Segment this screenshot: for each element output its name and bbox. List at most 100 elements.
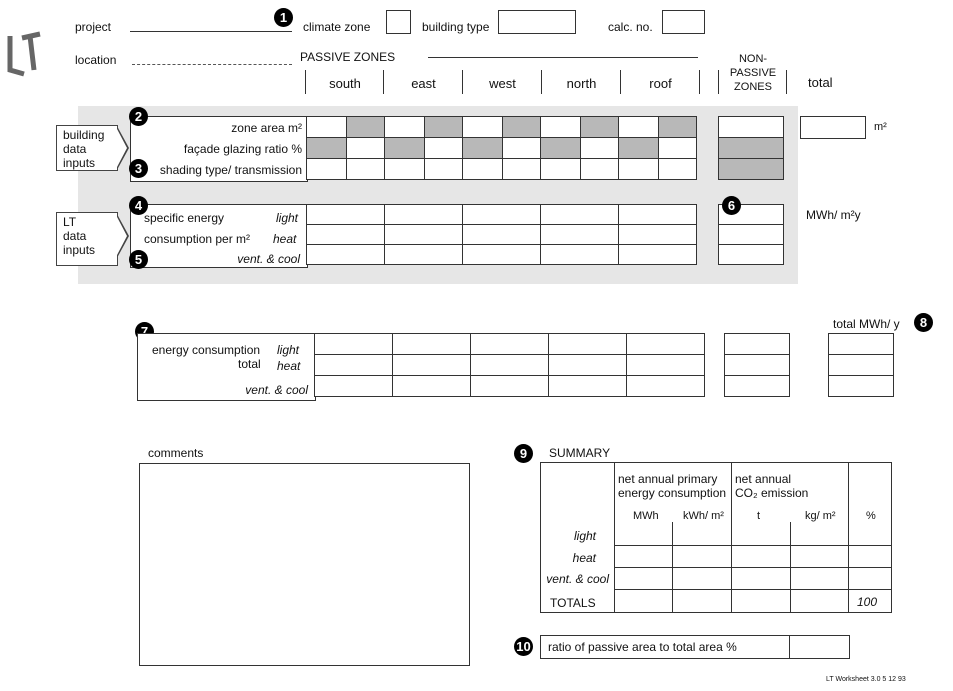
comments-label: comments: [148, 446, 204, 460]
grid-cell[interactable]: [828, 375, 894, 397]
grid-cell[interactable]: [540, 116, 581, 138]
non-passive-line1: NON-: [738, 53, 768, 65]
grid-cell[interactable]: [828, 354, 894, 376]
comments-box[interactable]: [139, 463, 470, 666]
summary-divider: [731, 462, 732, 612]
grid-cell[interactable]: [724, 354, 790, 376]
zone-roof: roof: [649, 76, 672, 91]
grid-cell[interactable]: [424, 137, 463, 159]
unit-t: t: [757, 510, 761, 522]
grid-cell[interactable]: [718, 116, 784, 138]
grid-cell[interactable]: [470, 333, 549, 355]
ratio-field[interactable]: [789, 635, 850, 659]
grid-cell[interactable]: [462, 224, 541, 245]
grid-cell[interactable]: [540, 244, 619, 265]
grid-cell[interactable]: [392, 333, 471, 355]
grid-cell[interactable]: [580, 158, 619, 180]
grid-cell[interactable]: [384, 224, 463, 245]
grid-cell[interactable]: [502, 137, 541, 159]
climate-zone-field[interactable]: [386, 10, 411, 34]
grid-cell[interactable]: [618, 204, 697, 225]
zone-south: south: [329, 76, 361, 91]
unit-kg-m2: kg/ m²: [805, 510, 836, 522]
summary-rule: [614, 545, 891, 546]
grid-cell[interactable]: [618, 116, 659, 138]
grid-cell[interactable]: [580, 137, 619, 159]
total-heading: total: [808, 75, 833, 90]
badge-10: 10: [514, 637, 533, 656]
grid-cell[interactable]: [626, 333, 705, 355]
grid-cell[interactable]: [462, 116, 503, 138]
climate-zone-label: climate zone: [303, 20, 371, 34]
grid-cell[interactable]: [306, 224, 385, 245]
grid-cell[interactable]: [718, 224, 784, 245]
grid-cell[interactable]: [626, 354, 705, 376]
grid-cell[interactable]: [540, 158, 581, 180]
grid-cell[interactable]: [548, 354, 627, 376]
building-type-field[interactable]: [498, 10, 576, 34]
grid-cell[interactable]: [384, 244, 463, 265]
specific-energy-label: specific energy: [144, 211, 225, 225]
badge-4: 4: [129, 196, 148, 215]
col-head-line: CO₂ emission: [735, 486, 809, 500]
zone-area-label: zone area m²: [231, 121, 302, 135]
total-energy-grid: [828, 333, 894, 397]
grid-cell[interactable]: [314, 333, 393, 355]
zone-divider: [718, 70, 719, 94]
grid-cell[interactable]: [618, 244, 697, 265]
badge-8: 8: [914, 313, 933, 332]
grid-cell[interactable]: [626, 375, 705, 397]
lt-data-grid: [306, 204, 697, 265]
zone-divider: [383, 70, 384, 94]
calc-no-field[interactable]: [662, 10, 705, 34]
grid-cell[interactable]: [618, 224, 697, 245]
grid-cell[interactable]: [658, 158, 697, 180]
grid-cell[interactable]: [346, 158, 385, 180]
grid-cell[interactable]: [548, 333, 627, 355]
grid-cell[interactable]: [306, 158, 347, 180]
location-field[interactable]: [132, 64, 292, 65]
grid-cell[interactable]: [724, 375, 790, 397]
grid-cell[interactable]: [392, 375, 471, 397]
consumption-per-m2-label: consumption per m²: [144, 232, 251, 246]
energy-total-label: total: [238, 357, 261, 371]
grid-cell[interactable]: [470, 375, 549, 397]
grid-cell[interactable]: [384, 116, 425, 138]
grid-cell[interactable]: [346, 137, 385, 159]
grid-cell[interactable]: [306, 116, 347, 138]
energy-vent-label: vent. & cool: [245, 383, 308, 397]
lt-heat-label: heat: [273, 232, 297, 246]
grid-cell[interactable]: [548, 375, 627, 397]
lt-inputs-arrow: [116, 214, 129, 258]
grid-cell[interactable]: [502, 158, 541, 180]
grid-cell[interactable]: [306, 204, 385, 225]
summary-divider: [848, 462, 849, 612]
grid-cell[interactable]: [540, 224, 619, 245]
non-passive-building-grid: [718, 116, 784, 180]
grid-cell[interactable]: [540, 204, 619, 225]
grid-cell[interactable]: [462, 158, 503, 180]
grid-cell: [718, 158, 784, 180]
grid-cell[interactable]: [384, 204, 463, 225]
grid-cell[interactable]: [470, 354, 549, 376]
grid-cell[interactable]: [314, 375, 393, 397]
grid-cell[interactable]: [424, 158, 463, 180]
grid-cell[interactable]: [462, 204, 541, 225]
grid-cell[interactable]: [724, 333, 790, 355]
col-head-line: energy consumption: [618, 486, 727, 500]
grid-cell[interactable]: [718, 244, 784, 265]
grid-cell[interactable]: [392, 354, 471, 376]
summary-light: light: [573, 529, 596, 543]
project-field[interactable]: [130, 31, 292, 32]
grid-cell[interactable]: [306, 244, 385, 265]
grid-cell[interactable]: [314, 354, 393, 376]
badge-1: 1: [274, 8, 293, 27]
grid-cell[interactable]: [384, 158, 425, 180]
calc-no-label: calc. no.: [608, 20, 653, 34]
grid-cell[interactable]: [618, 158, 659, 180]
grid-cell[interactable]: [828, 333, 894, 355]
total-area-field[interactable]: [800, 116, 866, 139]
grid-cell[interactable]: [658, 137, 697, 159]
grid-cell[interactable]: [462, 244, 541, 265]
badge-6: 6: [722, 196, 741, 215]
